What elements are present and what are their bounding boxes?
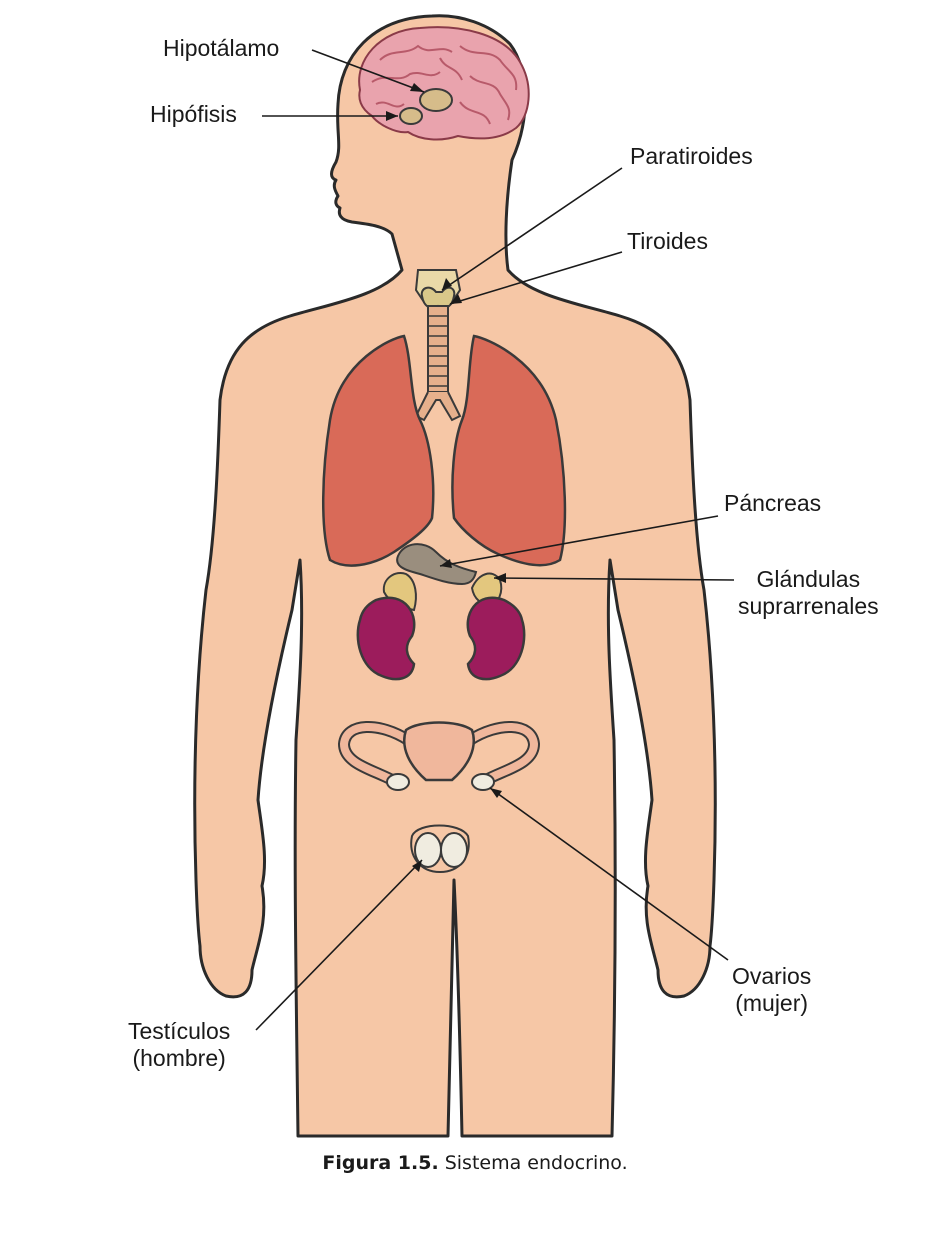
- leader-lines: [255, 49, 735, 1031]
- hypothalamus: [419, 88, 453, 112]
- arrowheads: [386, 83, 506, 872]
- figure-caption: Figura 1.5. Sistema endocrino.: [0, 1152, 950, 1174]
- ovary-left: [471, 773, 495, 791]
- label-ovarios: Ovarios (mujer): [732, 963, 811, 1017]
- label-glandulas-line1: Glándulas: [756, 566, 861, 592]
- pancreas: [396, 543, 478, 586]
- label-tiroides: Tiroides: [627, 228, 708, 254]
- testis-left: [440, 832, 468, 868]
- right-lung: [322, 334, 435, 567]
- label-hipofisis: Hipófisis: [150, 101, 237, 127]
- right-kidney: [356, 596, 416, 681]
- ovary-right: [386, 773, 410, 791]
- brain-folds: [371, 44, 518, 125]
- label-glandulas-line2: suprarrenales: [738, 593, 879, 619]
- label-testiculos-line2: (hombre): [132, 1045, 226, 1071]
- label-testiculos: Testículos (hombre): [128, 1018, 230, 1072]
- brain: [358, 26, 530, 141]
- label-testiculos-line1: Testículos: [128, 1018, 231, 1044]
- label-pancreas: Páncreas: [724, 490, 822, 516]
- left-kidney: [466, 596, 526, 681]
- pituitary: [399, 107, 423, 125]
- label-paratiroides: Paratiroides: [630, 143, 753, 169]
- uterus: [403, 721, 475, 782]
- label-ovarios-line1: Ovarios: [732, 963, 812, 989]
- caption-text: Sistema endocrino.: [444, 1152, 628, 1174]
- label-ovarios-line2: (mujer): [735, 990, 809, 1016]
- caption-figure-number: Figura 1.5.: [322, 1152, 439, 1174]
- label-glandulas-suprarrenales: Glándulas suprarrenales: [738, 566, 879, 620]
- left-lung: [451, 334, 567, 567]
- label-hipotalamo: Hipotálamo: [163, 35, 280, 61]
